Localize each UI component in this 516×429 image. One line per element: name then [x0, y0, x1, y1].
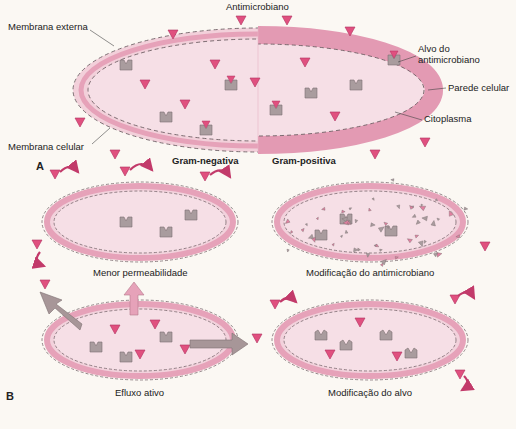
mechanism-caption: Modificação do alvo [328, 388, 412, 399]
fragment [349, 208, 352, 210]
fragment [437, 217, 440, 220]
fragment [369, 208, 372, 211]
fragment [391, 178, 395, 182]
part-label: Membrana externa [8, 22, 88, 33]
fragment [420, 204, 423, 207]
cell-type-label: Gram-negativa [172, 156, 239, 167]
panel-letter: A [36, 160, 44, 173]
fragment [316, 217, 319, 220]
panel-letter: B [6, 390, 14, 403]
fragment [375, 244, 379, 248]
part-label: Membrana celular [8, 142, 84, 153]
mechanism-caption: Modificação do antimicrobiano [306, 268, 434, 279]
part-label: Parede celular [448, 83, 509, 94]
fragment [418, 241, 423, 247]
fragment [286, 249, 289, 252]
fragment [301, 228, 305, 232]
fragment [340, 235, 343, 238]
fragment [341, 210, 345, 214]
fragment [308, 234, 313, 238]
fragment [435, 199, 438, 202]
fragment [358, 248, 361, 251]
fragment [423, 240, 427, 244]
fragment [369, 223, 375, 228]
mechanism-caption: Menor permeabilidade [93, 268, 188, 279]
fragment [378, 227, 385, 233]
fragment [352, 248, 358, 253]
fragment [463, 207, 468, 211]
fragment [365, 252, 370, 257]
cell-type-label: Gram-positiva [272, 156, 336, 167]
fragment [384, 221, 388, 226]
fragment [332, 243, 335, 246]
fragment [322, 207, 326, 211]
fragment [415, 220, 420, 225]
fragment [410, 205, 414, 210]
fragment [343, 219, 350, 225]
fragment [422, 214, 429, 221]
fragment [449, 211, 453, 217]
part-label: Antimicrobiano [226, 2, 289, 13]
fragment [347, 221, 351, 225]
fragment [381, 259, 388, 265]
fragment [412, 214, 416, 217]
fragment [431, 220, 438, 227]
fragment [434, 253, 439, 257]
part-label: Citoplasma [424, 114, 472, 125]
mechanism-caption: Efluxo ativo [115, 388, 164, 399]
fragment [419, 203, 427, 211]
fragment [354, 219, 358, 223]
fragment [395, 257, 399, 260]
fragment [386, 225, 389, 228]
fragment [289, 230, 292, 233]
fragment [284, 219, 290, 224]
fragment [415, 235, 419, 238]
fragment [305, 223, 307, 226]
fragment [456, 234, 461, 238]
fragment [396, 205, 399, 209]
fragment [345, 230, 348, 234]
fragment [372, 198, 374, 201]
part-label: Alvo do antimicrobiano [418, 44, 498, 66]
fragment [407, 237, 413, 243]
fragment [379, 249, 382, 252]
